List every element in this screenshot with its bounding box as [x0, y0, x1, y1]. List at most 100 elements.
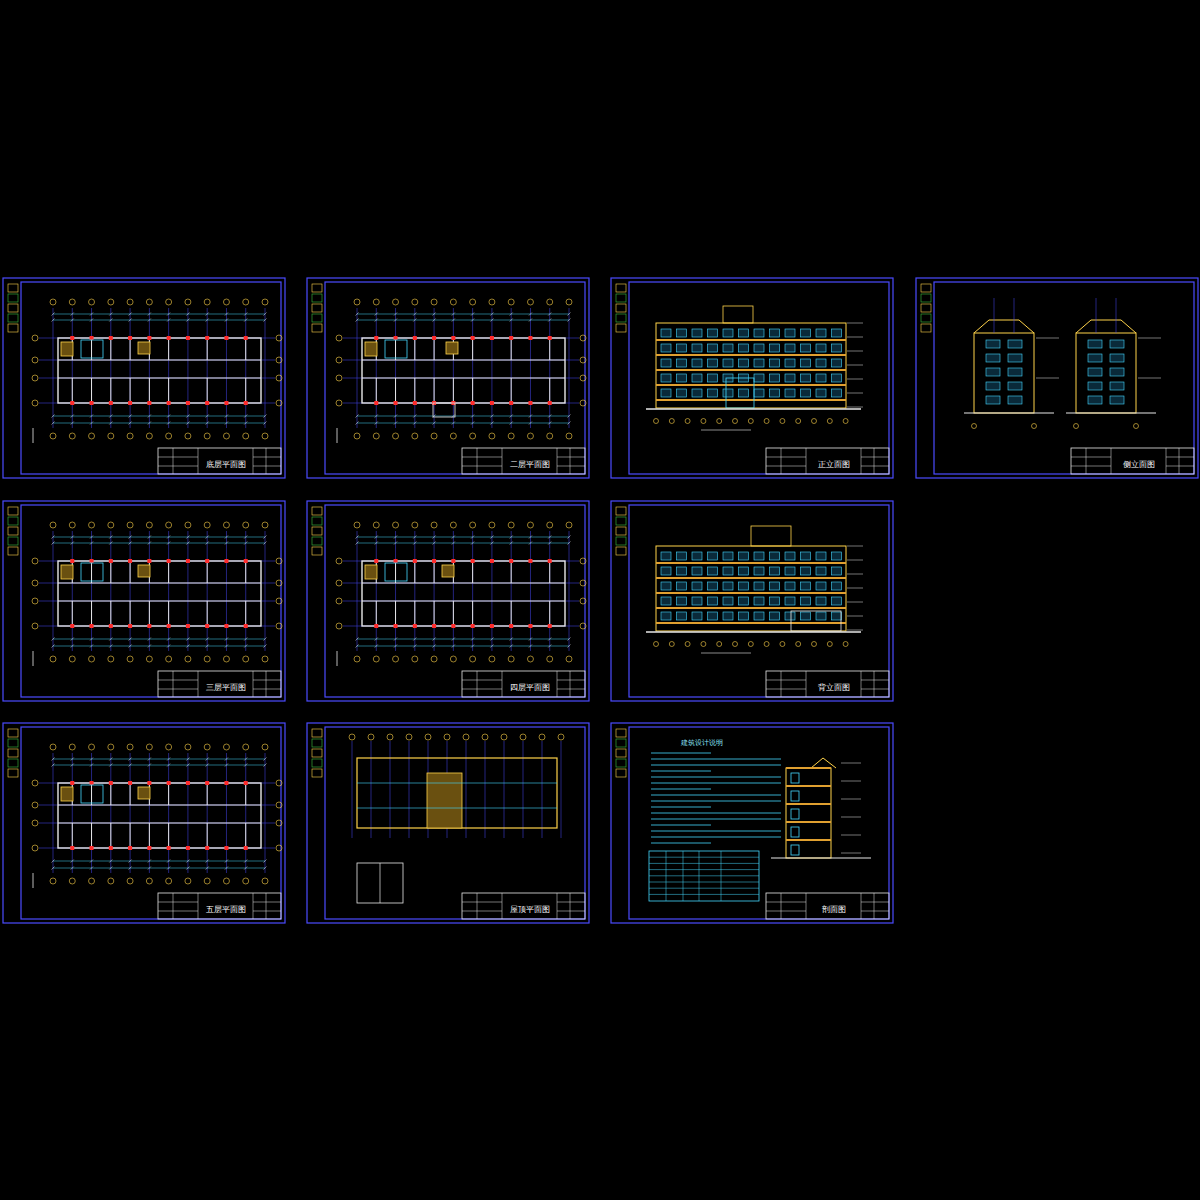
drawing-line	[206, 758, 209, 761]
sheet-title: 屋顶平面图	[510, 906, 550, 915]
drawing-line	[649, 894, 759, 895]
axis-bubble	[1074, 424, 1079, 429]
drawing-line	[148, 758, 151, 761]
drawing-line	[168, 783, 169, 805]
axis-bubble	[748, 642, 753, 647]
drawing-line	[413, 313, 416, 316]
drawing-line	[434, 378, 435, 403]
axis-bubble	[276, 780, 282, 786]
drawing-rect	[816, 359, 826, 367]
drawing-rect	[307, 501, 589, 701]
drawing-line	[356, 638, 359, 641]
column-mark	[205, 559, 209, 563]
drawing-line	[91, 308, 92, 428]
axis-bubble	[827, 642, 832, 647]
column-mark	[244, 401, 248, 405]
drawing-line	[511, 378, 512, 403]
drawing-line	[225, 536, 228, 539]
drawing-line	[375, 645, 378, 648]
drawing-rect	[754, 567, 764, 575]
axis-bubble	[444, 734, 450, 740]
drawing-line	[52, 638, 55, 641]
drawing-rect	[770, 329, 780, 337]
drawing-line	[701, 430, 751, 431]
drawing-rect	[446, 342, 458, 354]
drawing-line	[569, 308, 570, 428]
axis-bubble	[336, 598, 342, 604]
drawing-line	[109, 867, 112, 870]
drawing-line	[529, 645, 532, 648]
drawing-line	[651, 807, 711, 808]
drawing-rect	[1088, 354, 1102, 362]
axis-bubble	[489, 522, 495, 528]
drawing-line	[52, 313, 55, 316]
drawing-sheet	[307, 501, 589, 701]
drawing-line	[453, 378, 454, 403]
column-mark	[128, 846, 132, 850]
drawing-line	[861, 680, 889, 681]
drawing-line	[861, 448, 862, 474]
drawing-line	[264, 867, 267, 870]
drawing-line	[186, 860, 189, 863]
drawing-line	[343, 378, 579, 379]
drawing-line	[861, 457, 889, 458]
drawing-rect	[766, 671, 889, 697]
drawing-rect	[726, 378, 754, 408]
axis-bubble	[412, 656, 418, 662]
column-mark	[167, 781, 171, 785]
drawing-line	[781, 893, 782, 919]
axis-bubble	[336, 357, 342, 363]
drawing-line	[58, 583, 261, 584]
drawing-rect	[616, 324, 626, 332]
drawing-line	[148, 860, 151, 863]
drawing-line	[148, 764, 151, 767]
drawing-line	[264, 415, 267, 418]
drawing-rect	[1110, 368, 1124, 376]
drawing-line	[53, 639, 265, 640]
drawing-line	[357, 308, 358, 428]
drawing-line	[90, 319, 93, 322]
drawing-line	[168, 378, 169, 403]
drawing-line	[39, 823, 275, 824]
drawing-rect	[708, 582, 718, 590]
drawing-line	[1071, 457, 1111, 458]
drawing-line	[245, 531, 246, 651]
drawing-rect	[462, 448, 585, 474]
drawing-line	[206, 867, 209, 870]
drawing-rect	[312, 759, 322, 767]
drawing-line	[874, 448, 875, 474]
drawing-rect	[8, 537, 18, 545]
drawing-line	[557, 466, 585, 467]
drawing-line	[1066, 412, 1156, 413]
drawing-line	[433, 319, 436, 322]
axis-bubble	[450, 433, 456, 439]
drawing-line	[375, 638, 378, 641]
axis-bubble	[276, 580, 282, 586]
drawing-line	[511, 601, 512, 626]
drawing-rect	[1008, 354, 1022, 362]
drawing-line	[266, 448, 267, 474]
drawing-rect	[616, 294, 626, 302]
axis-bubble	[470, 656, 476, 662]
drawing-line	[186, 764, 189, 767]
drawing-line	[511, 308, 512, 428]
drawing-line	[264, 860, 267, 863]
axis-bubble	[733, 419, 738, 424]
axis-bubble	[127, 744, 133, 750]
drawing-rect	[921, 324, 931, 332]
column-mark	[90, 336, 94, 340]
drawing-rect	[921, 284, 931, 292]
drawing-line	[786, 803, 831, 805]
drawing-line	[380, 863, 381, 903]
column-mark	[244, 781, 248, 785]
drawing-line	[656, 562, 846, 564]
drawing-line	[781, 671, 782, 697]
drawing-line	[129, 319, 132, 322]
drawing-line	[245, 378, 246, 403]
drawing-line	[264, 422, 267, 425]
column-mark	[548, 624, 552, 628]
drawing-line	[413, 542, 416, 545]
axis-bubble	[450, 522, 456, 528]
drawing-line	[109, 645, 112, 648]
drawing-line	[651, 795, 781, 796]
